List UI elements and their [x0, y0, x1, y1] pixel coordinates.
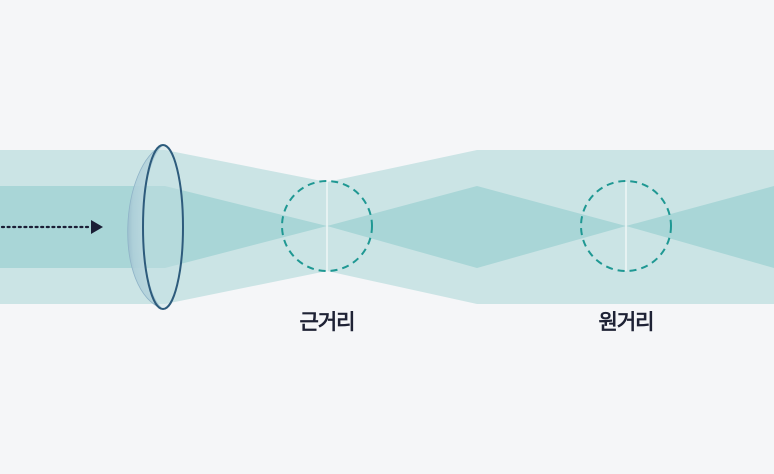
- contact-lens-icon: [127, 144, 184, 310]
- far-focus-circle: [580, 180, 672, 272]
- far-distance-label: 원거리: [598, 310, 655, 334]
- inner-light-beam: [0, 186, 774, 268]
- near-distance-label: 근거리: [299, 310, 356, 334]
- dotted-arrow-icon: [0, 220, 103, 234]
- near-focus-circle: [281, 180, 373, 272]
